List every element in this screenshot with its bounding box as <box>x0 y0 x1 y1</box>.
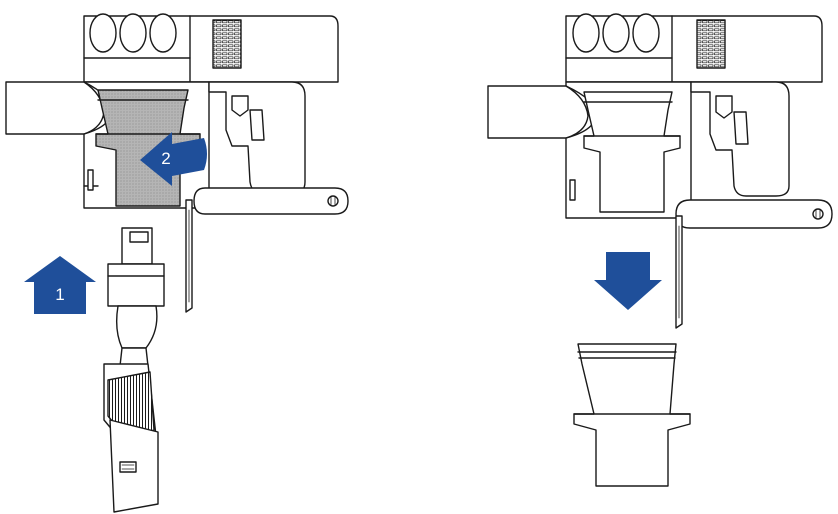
right-panel <box>487 13 833 487</box>
wand-icon-right <box>487 85 589 139</box>
step-2-label: 2 <box>161 149 170 168</box>
vacuum-body-icon-right <box>565 13 833 329</box>
adapter-icon <box>573 343 691 487</box>
arrow-down-icon <box>594 252 662 310</box>
arrow-left-curved-icon: 2 <box>140 132 207 186</box>
left-panel: 2 1 <box>5 13 349 513</box>
wand-icon <box>5 81 105 135</box>
arrow-up-icon: 1 <box>24 256 96 314</box>
tool-icon <box>103 227 165 513</box>
step-1-label: 1 <box>55 285 64 304</box>
inlet-adapter-icon <box>95 89 201 207</box>
